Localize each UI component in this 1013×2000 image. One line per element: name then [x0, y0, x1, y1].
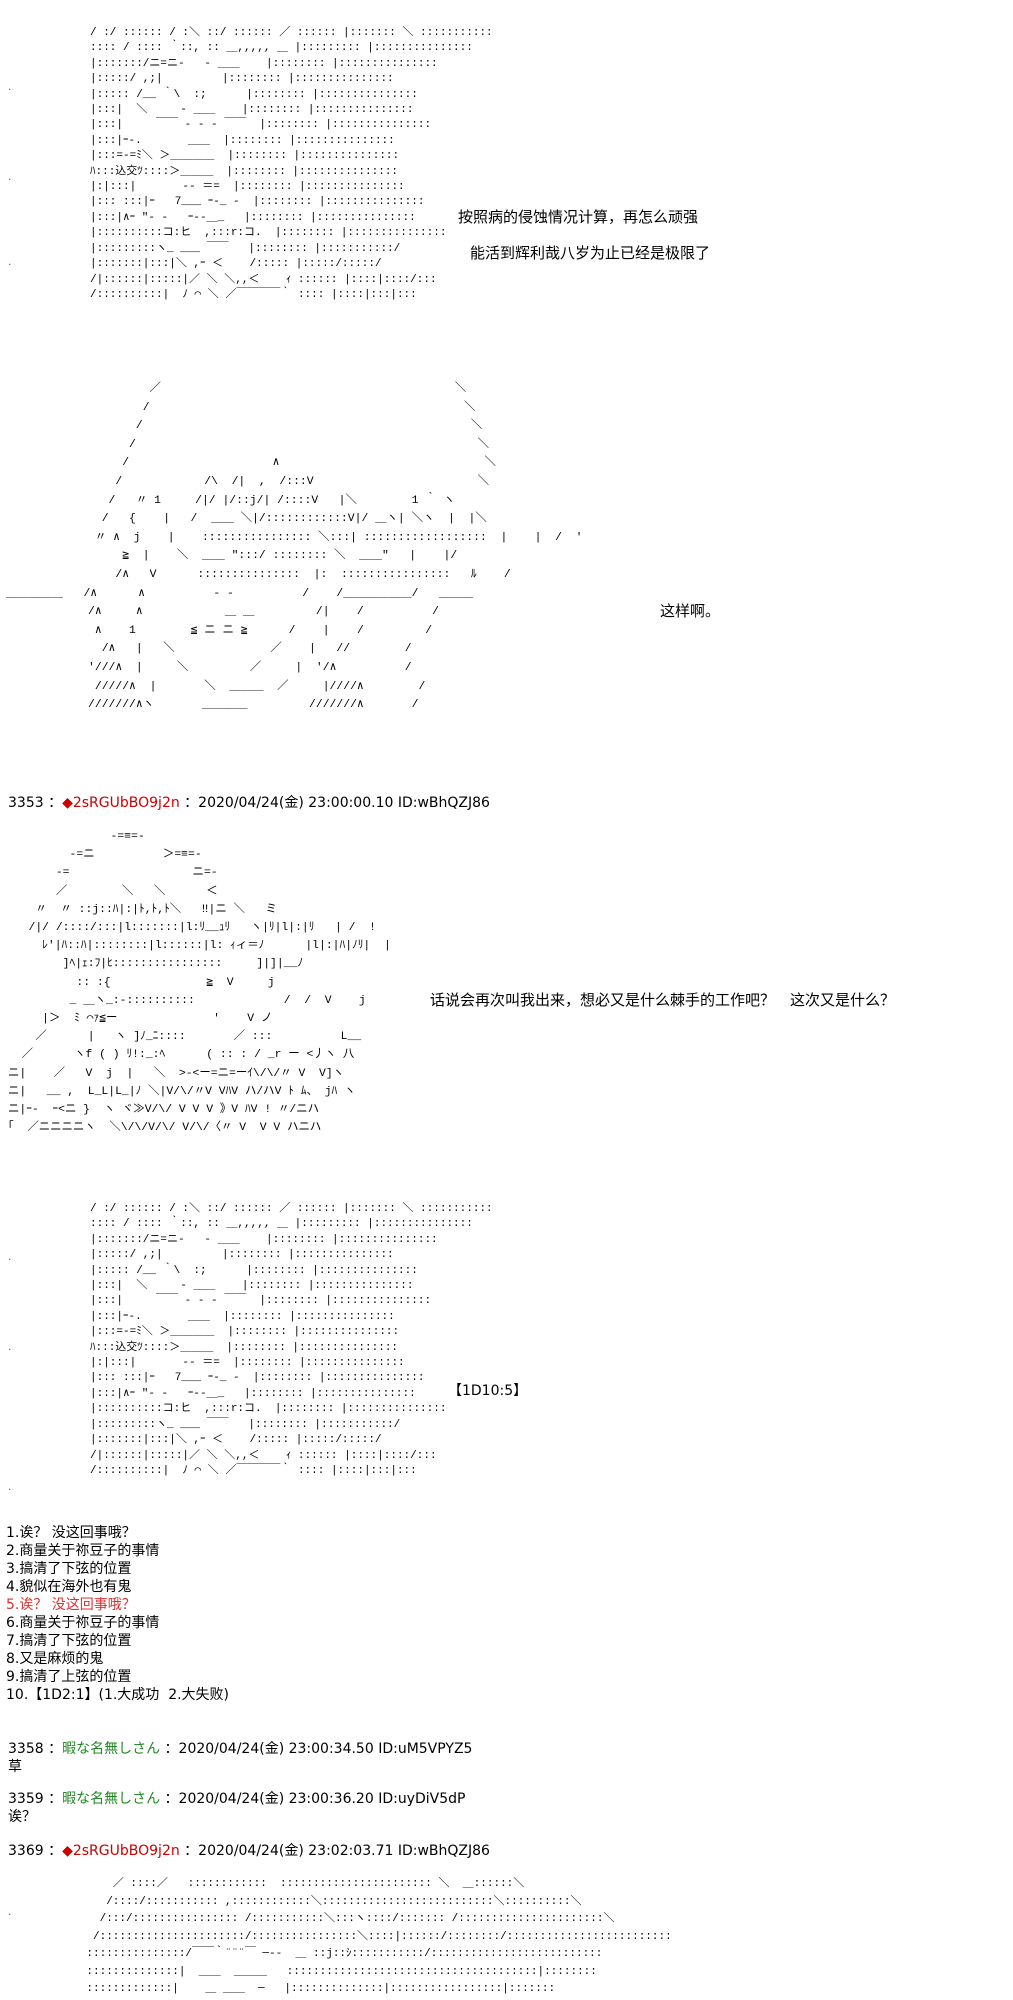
choice-item: 6.商量关于祢豆子的事情 [6, 1615, 160, 1631]
choice-item: 1.诶？ 没这回事哦？ [6, 1525, 136, 1541]
poster-trip[interactable]: ◆2sRGUbBO9j2n [62, 795, 180, 811]
bullet-dot: . [8, 254, 12, 268]
post-number: 3359 ： [8, 1791, 63, 1807]
poster-name[interactable]: 暇な名無しさん [62, 1741, 161, 1757]
post-meta: ：2020/04/24(金) 23:00:00.10 ID:wBhQZJ86 [179, 795, 490, 811]
choice-list: 1.诶？ 没这回事哦？ 2.商量关于祢豆子的事情 3.搞清了下弦的位置 4.貌似… [6, 1524, 229, 1704]
post-meta: ：2020/04/24(金) 23:00:36.20 ID:uyDiV5dP [160, 1791, 466, 1807]
choice-item: 2.商量关于祢豆子的事情 [6, 1543, 160, 1559]
choice-item: 9.搞清了上弦的位置 [6, 1669, 132, 1685]
bullet-dot: . [8, 169, 12, 183]
post-body-3358: 草 [8, 1759, 22, 1775]
post-number: 3353 ： [8, 795, 63, 811]
choice-item: 4.貌似在海外也有鬼 [6, 1579, 132, 1595]
post-meta: ：2020/04/24(金) 23:00:34.50 ID:uM5VPYZ5 [160, 1741, 473, 1757]
poster-trip[interactable]: ◆2sRGUbBO9j2n [62, 1843, 180, 1859]
post-number: 3369 ： [8, 1843, 63, 1859]
choice-item: 3.搞清了下弦的位置 [6, 1561, 132, 1577]
post-meta: ：2020/04/24(金) 23:02:03.71 ID:wBhQZJ86 [179, 1843, 490, 1859]
ascii-art-figure-4: ／ ::::／ :::::::::::: :::::::::::::::::::… [86, 1878, 672, 1995]
post-number: 3358 ： [8, 1741, 63, 1757]
choice-item: 7.搞清了下弦的位置 [6, 1633, 132, 1649]
choice-item-highlighted: 5.诶？ 没这回事哦？ [6, 1597, 136, 1613]
ascii-art-face: ／ ＼ / ＼ / ＼ [6, 383, 583, 712]
ascii-art-figure-3: / :/ :::::: / :＼ ::/ :::::: ／ :::::: |::… [90, 1203, 493, 1477]
post-header-3353: 3353 ：◆2sRGUbBO9j2n ：2020/04/24(金) 23:00… [8, 794, 490, 812]
post-body-3359: 诶？ [8, 1809, 36, 1825]
dialogue-line: 这样啊。 [660, 602, 721, 620]
bullet-dot: . [8, 1249, 12, 1263]
dialogue-line: 能活到辉利哉八岁为止已经是极限了 [470, 244, 711, 262]
post-header-3358: 3358 ：暇な名無しさん ：2020/04/24(金) 23:00:34.50… [8, 1740, 472, 1758]
dialogue-line: 按照病的侵蚀情况计算，再怎么顽强 [458, 208, 699, 226]
bullet-dot: . [8, 1904, 12, 1918]
post-header-3359: 3359 ：暇な名無しさん ：2020/04/24(金) 23:00:36.20… [8, 1790, 465, 1808]
choice-item: 8.又是麻烦的鬼 [6, 1651, 104, 1667]
ascii-art-figure-2: -=≡=- -=ニ ＞=≡=- -= ニ=- ／ ＼ ＼ ＜ 〃 〃 ::j::… [8, 831, 391, 1135]
poster-name[interactable]: 暇な名無しさん [62, 1791, 161, 1807]
bullet-dot: . [8, 79, 12, 93]
post-header-3369: 3369 ：◆2sRGUbBO9j2n ：2020/04/24(金) 23:02… [8, 1842, 490, 1860]
ascii-art-figure-1: / :/ :::::: / :＼ ::/ :::::: ／ :::::: |::… [90, 27, 493, 301]
dice-roll: 【1D10:5】 [448, 1383, 528, 1399]
dialogue-line: 话说会再次叫我出来，想必又是什么棘手的工作吧？ 这次又是什么？ [430, 991, 896, 1009]
choice-item: 10.【1D2:1】(1.大成功 2.大失败) [6, 1687, 230, 1703]
bullet-dot: . [8, 1339, 12, 1353]
bullet-dot: . [8, 1479, 12, 1493]
